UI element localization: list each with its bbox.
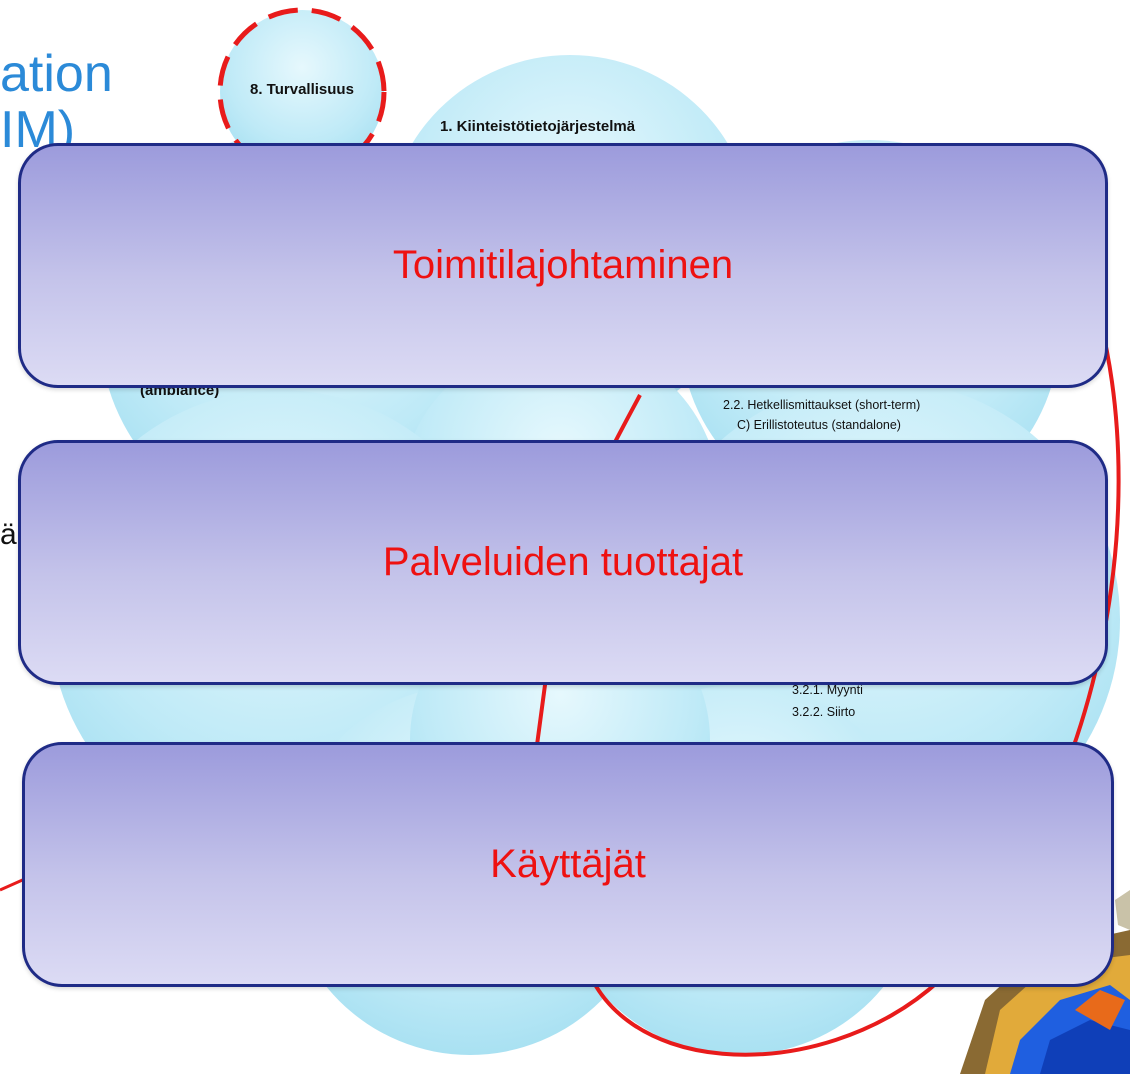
measurement-item-2: C) Erillistoteutus (standalone) — [737, 418, 901, 432]
system-label: 1. Kiinteistötietojärjestelmä — [440, 118, 636, 135]
background-side-fragment: ä — [0, 518, 17, 551]
sub-item-1: 3.2.1. Myynti — [792, 683, 863, 697]
box-label: Toimitilajohtaminen — [392, 243, 734, 287]
box-toimitilajohtaminen: Toimitilajohtaminen — [18, 143, 1108, 388]
safety-label: 8. Turvallisuus — [250, 81, 354, 98]
box-label: Käyttäjät — [490, 842, 646, 886]
box-palveluiden-tuottajat: Palveluiden tuottajat — [18, 440, 1108, 685]
box-label: Palveluiden tuottajat — [382, 540, 744, 584]
measurement-item-1: 2.2. Hetkellismittaukset (short-term) — [723, 398, 921, 412]
background-title-line1: ation — [0, 45, 113, 103]
box-kayttajat: Käyttäjät — [22, 742, 1114, 987]
safety-dashed-circle — [217, 7, 387, 177]
sub-item-2: 3.2.2. Siirto — [792, 705, 856, 719]
